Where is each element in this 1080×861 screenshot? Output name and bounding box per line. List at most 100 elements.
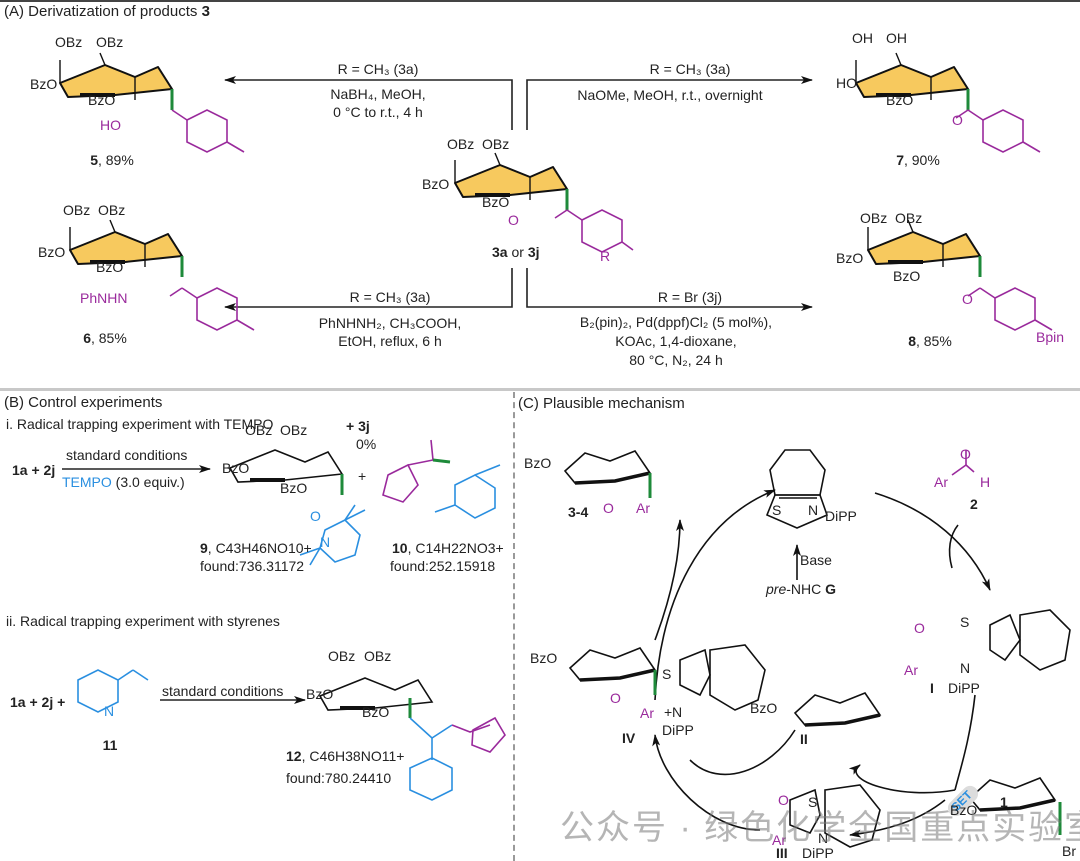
or-text: or [507, 244, 528, 260]
label-bzo: BzO [30, 76, 58, 92]
label-o: O [952, 112, 963, 128]
iv-ar: Ar [640, 705, 654, 721]
label-obz: OBz [96, 34, 124, 50]
product-yield: , 89% [97, 152, 134, 168]
label-obz: OBz [63, 202, 91, 218]
label-bzo: BzO [422, 176, 450, 192]
label-bzo: BzO [88, 92, 116, 108]
product-7-label: 7, 90% [896, 152, 940, 168]
catalytic-cycle [652, 489, 991, 838]
sugar-8 [867, 219, 982, 277]
reactants-i: 1a + 2j [12, 462, 56, 478]
radical-III [789, 784, 881, 848]
label-bzo: BzO [524, 455, 552, 471]
product-number: 9 [200, 540, 208, 556]
cond-ii: standard conditions [162, 683, 284, 699]
alkoxide-o: O [610, 690, 621, 706]
aldehyde-h: H [980, 474, 991, 490]
nhc-s: S [772, 502, 782, 518]
product-yield: , 90% [903, 152, 940, 168]
cond-8-2: KOAc, 1,4-dioxane, [615, 333, 737, 349]
thiazolium-IV [679, 644, 766, 711]
sugar-7 [855, 52, 970, 110]
reactants-ii: 1a + 2j + [10, 694, 66, 710]
sugar-5 [59, 52, 174, 110]
product-yield: , 85% [915, 333, 952, 349]
cond-8-r: R = Br (3j) [657, 289, 723, 305]
iii-s: S [808, 794, 818, 810]
label-ar: Ar [636, 500, 650, 516]
panel-c-title-text: Plausible mechanism [538, 395, 685, 412]
product-number: 8 [908, 333, 916, 349]
nhc-catalyst [765, 449, 829, 529]
arrow-to-5 [224, 76, 513, 130]
sugar-12 [318, 677, 434, 718]
base-label: Base [800, 552, 832, 568]
iii-o: O [778, 792, 789, 808]
sugar-9 [228, 449, 344, 495]
product-6-label: 6, 85% [83, 330, 127, 346]
label-obz: OBz [245, 422, 273, 438]
intermediate-iii-label: III [776, 845, 788, 861]
product-yield: , 85% [90, 330, 127, 346]
aryl-3 [554, 209, 634, 253]
breslow-dipp: DiPP [948, 680, 980, 696]
aryl-7 [955, 109, 1041, 153]
tempo-label: TEMPO [62, 474, 112, 490]
cond-6-r: R = CH₃ (3a) [349, 289, 431, 305]
label-bzo: BzO [222, 460, 250, 476]
product-8-label: 8, 85% [908, 333, 952, 349]
intermediate-i-label: I [930, 680, 934, 696]
chair-IV [568, 647, 657, 695]
label-bzo: BzO [482, 194, 510, 210]
aldehyde-2-label: 2 [970, 496, 978, 512]
breslow-o: O [914, 620, 925, 636]
panel-b-title: (B) Control experiments [4, 395, 162, 411]
atom-n: N [320, 534, 331, 550]
substrate-1-label: 1 [1000, 794, 1008, 810]
compound-3-label: 3a or 3j [492, 244, 540, 260]
label-o: O [603, 500, 614, 516]
chair-1 [968, 777, 1062, 835]
pre-nhc-g: G [825, 581, 837, 597]
label-bzo: BzO [362, 704, 390, 720]
aldehyde-ar: Ar [934, 474, 948, 490]
label-obz: OBz [364, 648, 392, 664]
tempo-equiv: (3.0 equiv.) [111, 474, 185, 490]
pre-nhc-text: -NHC [786, 581, 826, 597]
vinylpyridine-11 [77, 669, 149, 713]
label-obz: OBz [55, 34, 83, 50]
product-10-found: found:252.15918 [390, 558, 496, 574]
arrow-to-7 [526, 76, 813, 130]
cond-7-1: NaOMe, MeOH, r.t., overnight [577, 87, 763, 103]
pre-nhc-label: pre-NHC G [766, 581, 836, 597]
pre-italic: pre [766, 581, 787, 597]
sugar-3 [454, 152, 569, 210]
aryl-6 [169, 287, 255, 331]
label-obz: OBz [280, 422, 308, 438]
section-divider [0, 388, 1080, 391]
arrow-to-6 [224, 268, 513, 311]
breslow-s: S [960, 614, 970, 630]
iv-n: N [672, 704, 683, 720]
yield-3j-zero: 0% [356, 436, 377, 452]
arrow-to-8 [526, 268, 813, 311]
label-bzo: BzO [750, 700, 778, 716]
tempo-9 [299, 504, 366, 566]
panel-c-title: (C) Plausible mechanism [518, 396, 685, 412]
product-5-label: 5, 89% [90, 152, 134, 168]
product-number: 7 [896, 152, 904, 168]
panel-divider-dashed [513, 392, 515, 861]
label-oh: OH [886, 30, 907, 46]
breslow-n: N [960, 660, 971, 676]
top-border [0, 0, 1080, 2]
cond-8-3: 80 °C, N₂, 24 h [629, 352, 723, 368]
chair-3-4 [563, 450, 652, 498]
intermediate-ii-label: II [800, 731, 808, 747]
subsection-ii-title: ii. Radical trapping experiment with sty… [6, 613, 280, 629]
label-obz: OBz [98, 202, 126, 218]
label-obz: OBz [860, 210, 888, 226]
label-ho: HO [836, 75, 857, 91]
label-bzo: BzO [38, 244, 66, 260]
